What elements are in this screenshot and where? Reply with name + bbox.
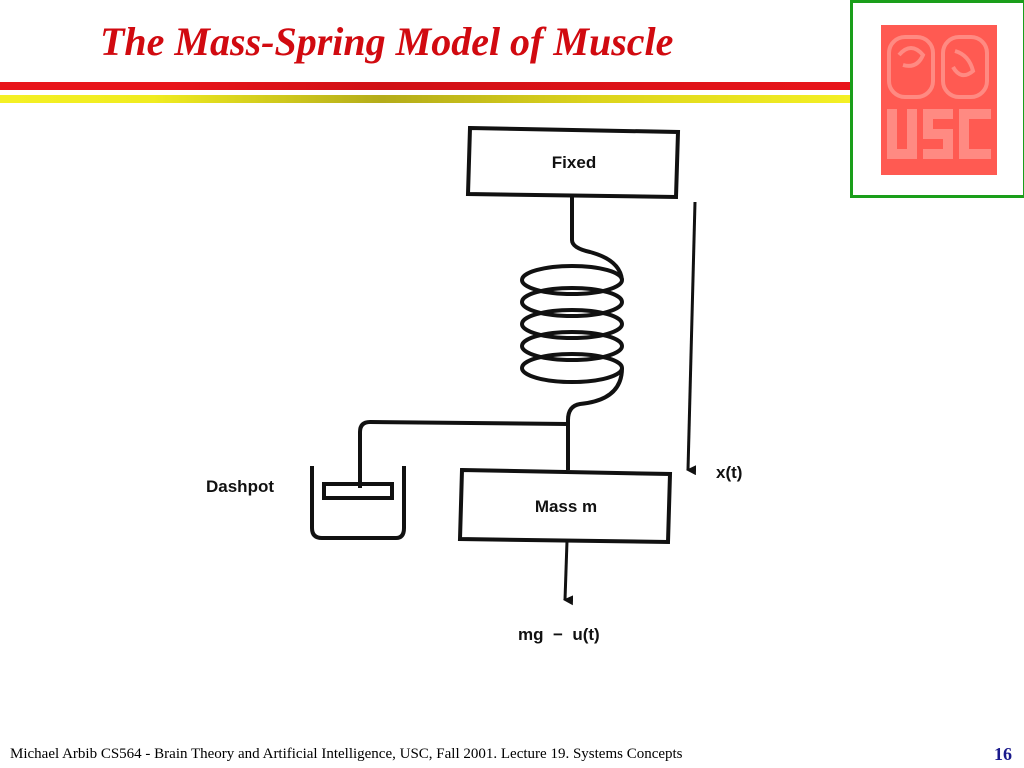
slide-footer: Michael Arbib CS564 - Brain Theory and A… [10,746,683,762]
mass-label: Mass m [535,497,597,516]
dashpot-label: Dashpot [206,477,274,496]
usc-logo [881,25,997,175]
force-label: mg − u(t) [518,625,600,644]
spring-top-lead [570,197,624,281]
slide-title: The Mass-Spring Model of Muscle [100,19,674,64]
force-arrow [563,540,574,606]
red-divider [0,82,850,90]
page-number: 16 [994,744,1012,764]
mass-box [457,467,673,545]
logo-frame [850,0,1024,198]
fixed-label: Fixed [552,153,596,172]
dashpot-piston [322,482,394,500]
dashpot-cylinder [310,466,406,540]
fixed-support-box [465,125,681,200]
dashpot-connector [358,419,569,488]
spring-bottom-lead [566,367,624,470]
displacement-label: x(t) [716,463,742,482]
spring-coil [520,264,624,384]
yellow-divider [0,95,850,103]
usc-logo-graphic [881,25,997,175]
displacement-arrow [686,201,697,476]
